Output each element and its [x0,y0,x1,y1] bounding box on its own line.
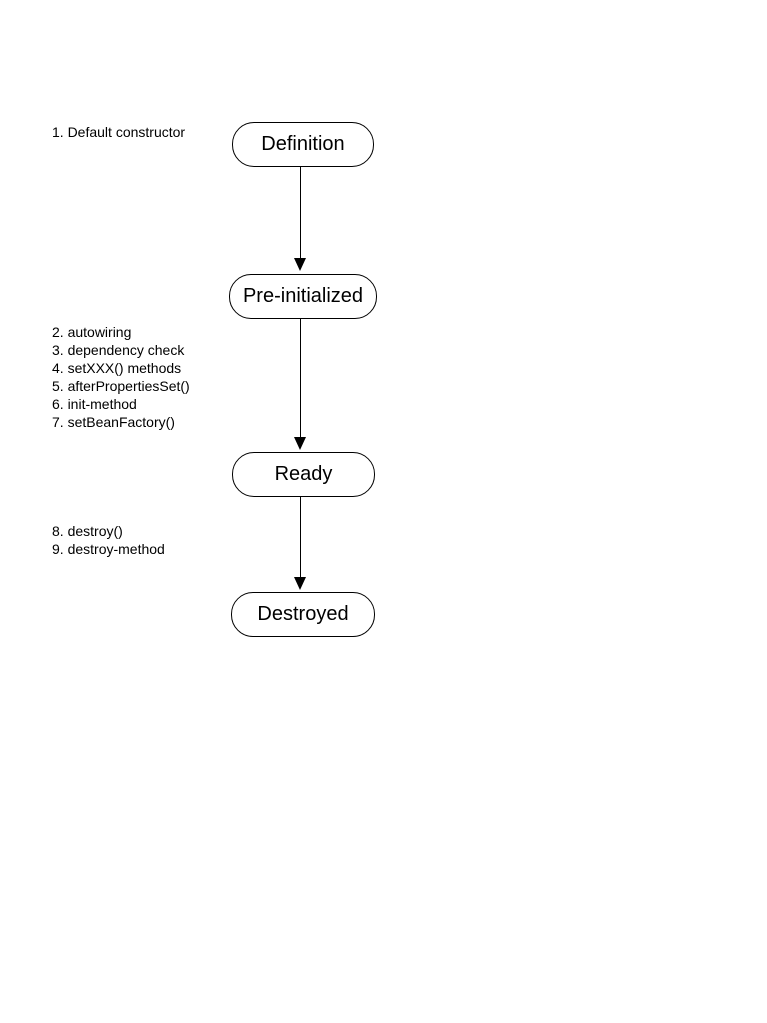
node-pre-initialized: Pre-initialized [229,274,377,319]
arrow-line-ready-to-destroyed [300,497,301,577]
arrow-line-definition-to-preinitialized [300,167,301,259]
arrowhead-preinitialized-to-ready [294,437,306,450]
annotation-init-steps: 2. autowiring 3. dependency check 4. set… [52,323,190,431]
annotation-step-setbeanfactory: 7. setBeanFactory() [52,414,175,430]
node-ready: Ready [232,452,375,497]
arrow-line-preinitialized-to-ready [300,319,301,437]
annotation-step-afterpropertiesset: 5. afterPropertiesSet() [52,378,190,394]
annotation-destroy-steps: 8. destroy() 9. destroy-method [52,522,165,558]
arrowhead-definition-to-preinitialized [294,258,306,271]
annotation-step-destroy-method: 9. destroy-method [52,541,165,557]
annotation-default-constructor: 1. Default constructor [52,124,186,140]
annotation-step-autowiring: 2. autowiring [52,324,132,340]
annotation-step-destroy: 8. destroy() [52,523,123,539]
node-destroyed: Destroyed [231,592,375,637]
annotation-step-init-method: 6. init-method [52,396,137,412]
node-definition: Definition [232,122,374,167]
annotation-step-dependency-check: 3. dependency check [52,342,185,358]
annotation-step-setxxx-methods: 4. setXXX() methods [52,360,182,376]
arrowhead-ready-to-destroyed [294,577,306,590]
